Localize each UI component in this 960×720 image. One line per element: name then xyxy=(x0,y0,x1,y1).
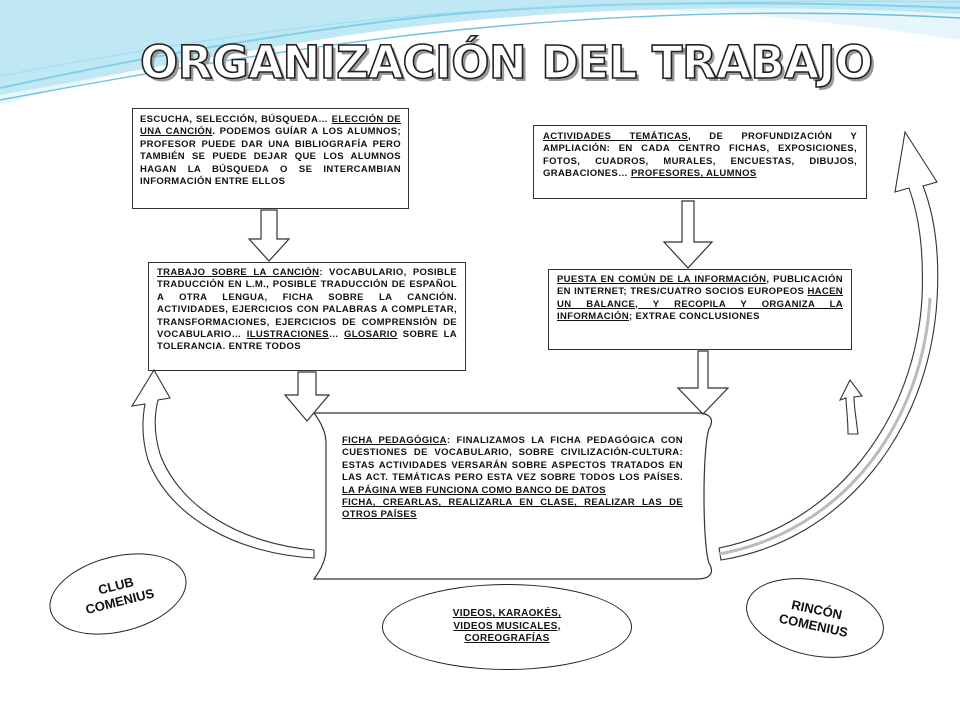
box2-underlined2: PROFESORES, ALUMNOS xyxy=(630,168,757,180)
arrow-down-3 xyxy=(283,371,331,422)
page-title: ORGANIZACIÓN DEL TRABAJO xyxy=(139,35,874,90)
box3-mid: … xyxy=(328,329,345,341)
box2-underlined: ACTIVIDADES TEMÁTICAS xyxy=(543,131,689,142)
box-actividades-tematicas: ACTIVIDADES TEMÁTICAS, DE PROFUNDIZACIÓN… xyxy=(533,125,867,199)
ellipse-videos: VIDEOS, KARAOKÉS, VIDEOS MUSICALES, CORE… xyxy=(382,584,632,670)
box4-underlined: PUESTA EN COMÚN DE LA INFORMACIÓN xyxy=(557,274,767,285)
box3-underlined3: GLOSARIO xyxy=(344,329,398,341)
box4-tail: ; EXTRAE CONCLUSIONES xyxy=(628,311,760,323)
box3-tail: SOBRE LA TOLERANCIA. ENTRE TODOS xyxy=(157,329,457,353)
box4-underlined2: HACEN UN BALANCE, Y RECOPILA Y ORGANIZA … xyxy=(557,286,843,323)
box5-line2: FICHA, CREARLAS, REALIZARLA EN CLASE, RE… xyxy=(342,497,683,521)
small-arrow-right xyxy=(838,378,864,435)
videos-line1: VIDEOS, KARAOKÉS, xyxy=(452,608,562,620)
box1-lead: ESCUCHA, SELECCIÓN, BÚSQUEDA… xyxy=(140,114,332,125)
box1-rest: . PODEMOS GUÍAR A LOS ALUMNOS; PROFESOR … xyxy=(140,126,401,188)
arrow-down-1 xyxy=(247,209,291,262)
arrow-down-2 xyxy=(662,200,714,269)
box3-underlined: TRABAJO SOBRE LA CANCIÓN xyxy=(157,267,320,278)
box4-rest: , PUBLICACIÓN EN INTERNET; TRES/CUATRO S… xyxy=(557,274,843,298)
box-trabajo-cancion: TRABAJO SOBRE LA CANCIÓN: VOCABULARIO, P… xyxy=(148,262,466,371)
box5-underlined: FICHA PEDAGÓGICA xyxy=(342,435,447,446)
box-ficha-pedagogica: FICHA PEDAGÓGICA: FINALIZAMOS LA FICHA P… xyxy=(314,413,713,579)
box5-rest: : FINALIZAMOS LA FICHA PEDAGÓGICA CON CU… xyxy=(342,435,683,484)
videos-line3: COREOGRAFÍAS xyxy=(464,633,550,645)
box-puesta-comun: PUESTA EN COMÚN DE LA INFORMACIÓN, PUBLI… xyxy=(548,269,852,350)
curved-arrow-right xyxy=(718,130,939,561)
curved-arrow-left xyxy=(130,368,315,559)
arrow-down-4 xyxy=(676,350,730,415)
box2-rest: , DE PROFUNDIZACIÓN Y AMPLIACIÓN: EN CAD… xyxy=(543,131,858,180)
scroll-shape xyxy=(312,412,713,580)
box5-underlined2: LA PÁGINA WEB FUNCIONA COMO BANCO DE DAT… xyxy=(342,484,606,496)
box3-underlined2: ILUSTRACIONES xyxy=(246,329,329,341)
videos-line2: VIDEOS MUSICALES, xyxy=(453,620,561,632)
box3-rest: : VOCABULARIO, POSIBLE TRADUCCIÓN EN L.M… xyxy=(157,267,457,341)
box-eleccion-cancion: ESCUCHA, SELECCIÓN, BÚSQUEDA… ELECCIÓN D… xyxy=(132,108,409,209)
box1-underlined: ELECCIÓN DE UNA CANCIÓN xyxy=(140,114,401,138)
